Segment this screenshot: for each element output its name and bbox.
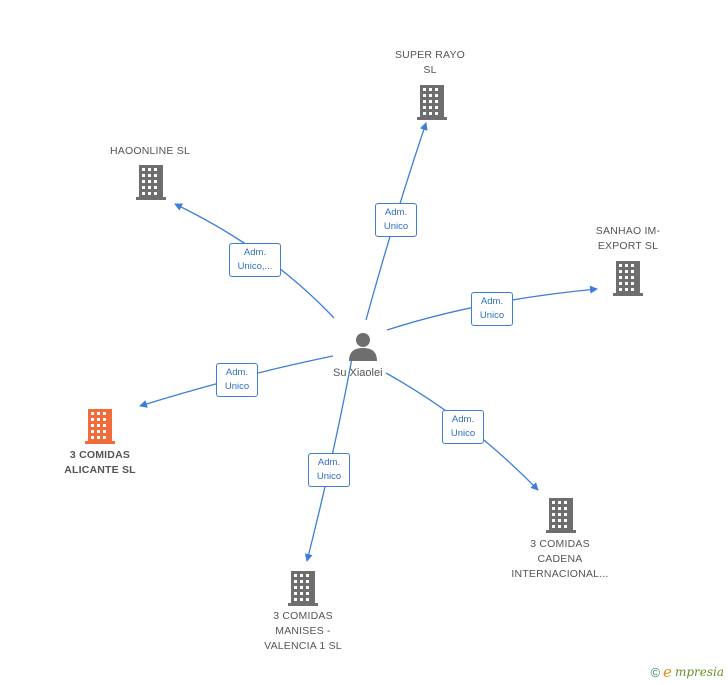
company-label-haoonline[interactable]: HAOONLINE SL <box>109 145 190 157</box>
building-icon[interactable] <box>417 84 447 125</box>
role-label-manises[interactable]: Adm.Unico <box>308 453 350 487</box>
person-name[interactable]: Su Xiaolei <box>333 367 383 379</box>
building-icon[interactable] <box>613 260 643 301</box>
brand-logo-initial: e <box>663 663 672 681</box>
company-label-sanhao[interactable]: SANHAO IM- EXPORT SL <box>595 225 661 252</box>
company-label-cadena[interactable]: 3 COMIDAS CADENA INTERNACIONAL... <box>511 538 609 580</box>
role-label-alicante[interactable]: Adm.Unico <box>216 363 258 397</box>
brand-logo-text: mpresia <box>674 665 724 679</box>
role-label-super-rayo[interactable]: Adm.Unico <box>375 203 417 237</box>
person-icon[interactable] <box>347 331 379 361</box>
copyright-symbol: © <box>650 664 661 680</box>
role-label-sanhao[interactable]: Adm.Unico <box>471 292 513 326</box>
role-label-haoonline[interactable]: Adm.Unico,... <box>229 243 281 277</box>
role-label-cadena[interactable]: Adm.Unico <box>442 410 484 444</box>
building-icon[interactable] <box>546 497 576 538</box>
company-label-alicante[interactable]: 3 COMIDAS ALICANTE SL <box>64 449 136 476</box>
building-icon-focus[interactable] <box>85 408 115 449</box>
building-icon[interactable] <box>288 570 318 611</box>
building-icon[interactable] <box>136 164 166 205</box>
company-label-super-rayo[interactable]: SUPER RAYO SL <box>394 49 466 76</box>
company-label-manises[interactable]: 3 COMIDAS MANISES - VALENCIA 1 SL <box>264 610 342 652</box>
